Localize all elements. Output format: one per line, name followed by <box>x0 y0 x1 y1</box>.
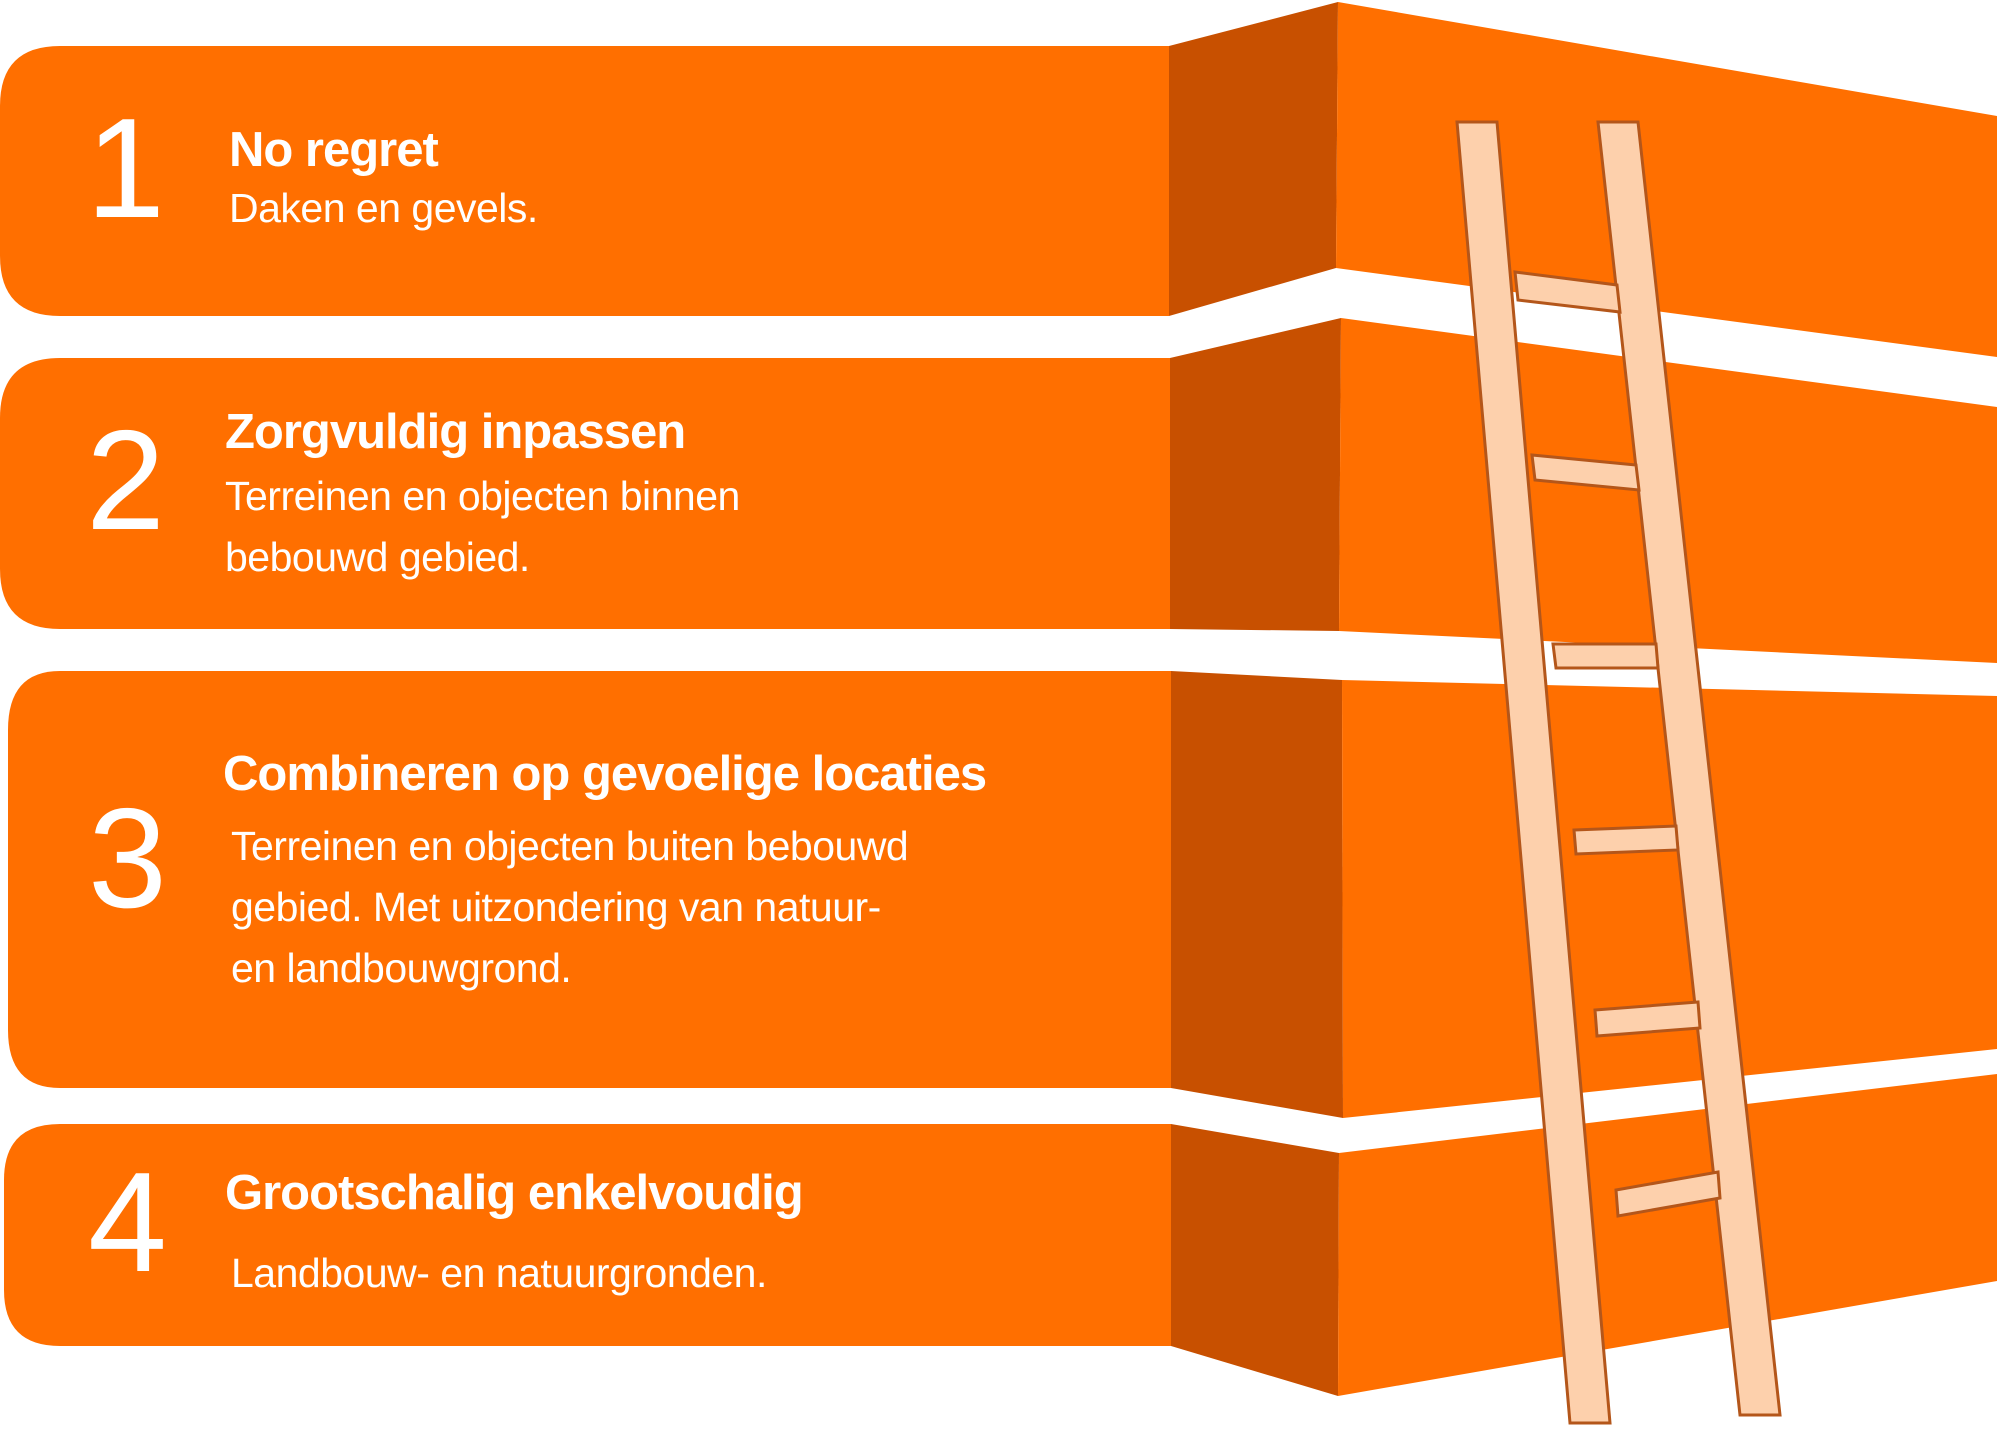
step-3-description: Terreinen en objecten buiten bebouwd geb… <box>231 823 909 991</box>
ladder-icon <box>1455 120 1782 1425</box>
step-3-number: 3 <box>88 779 167 938</box>
step-4-title: Grootschalig enkelvoudig <box>225 1166 804 1220</box>
step-4-description: Landbouw- en natuurgronden. <box>231 1250 767 1296</box>
band-4 <box>4 1074 1997 1396</box>
step-1-number: 1 <box>86 89 165 248</box>
step-1-description: Daken en gevels. <box>229 185 538 231</box>
step-3-title: Combineren op gevoelige locaties <box>223 747 987 801</box>
step-4-number: 4 <box>88 1143 167 1302</box>
step-2-number: 2 <box>86 401 165 560</box>
step-1-title: No regret <box>229 123 439 177</box>
band-3 <box>8 671 1997 1118</box>
step-2-title: Zorgvuldig inpassen <box>225 405 686 459</box>
step-2-description: Terreinen en objecten binnen bebouwd geb… <box>225 473 740 580</box>
